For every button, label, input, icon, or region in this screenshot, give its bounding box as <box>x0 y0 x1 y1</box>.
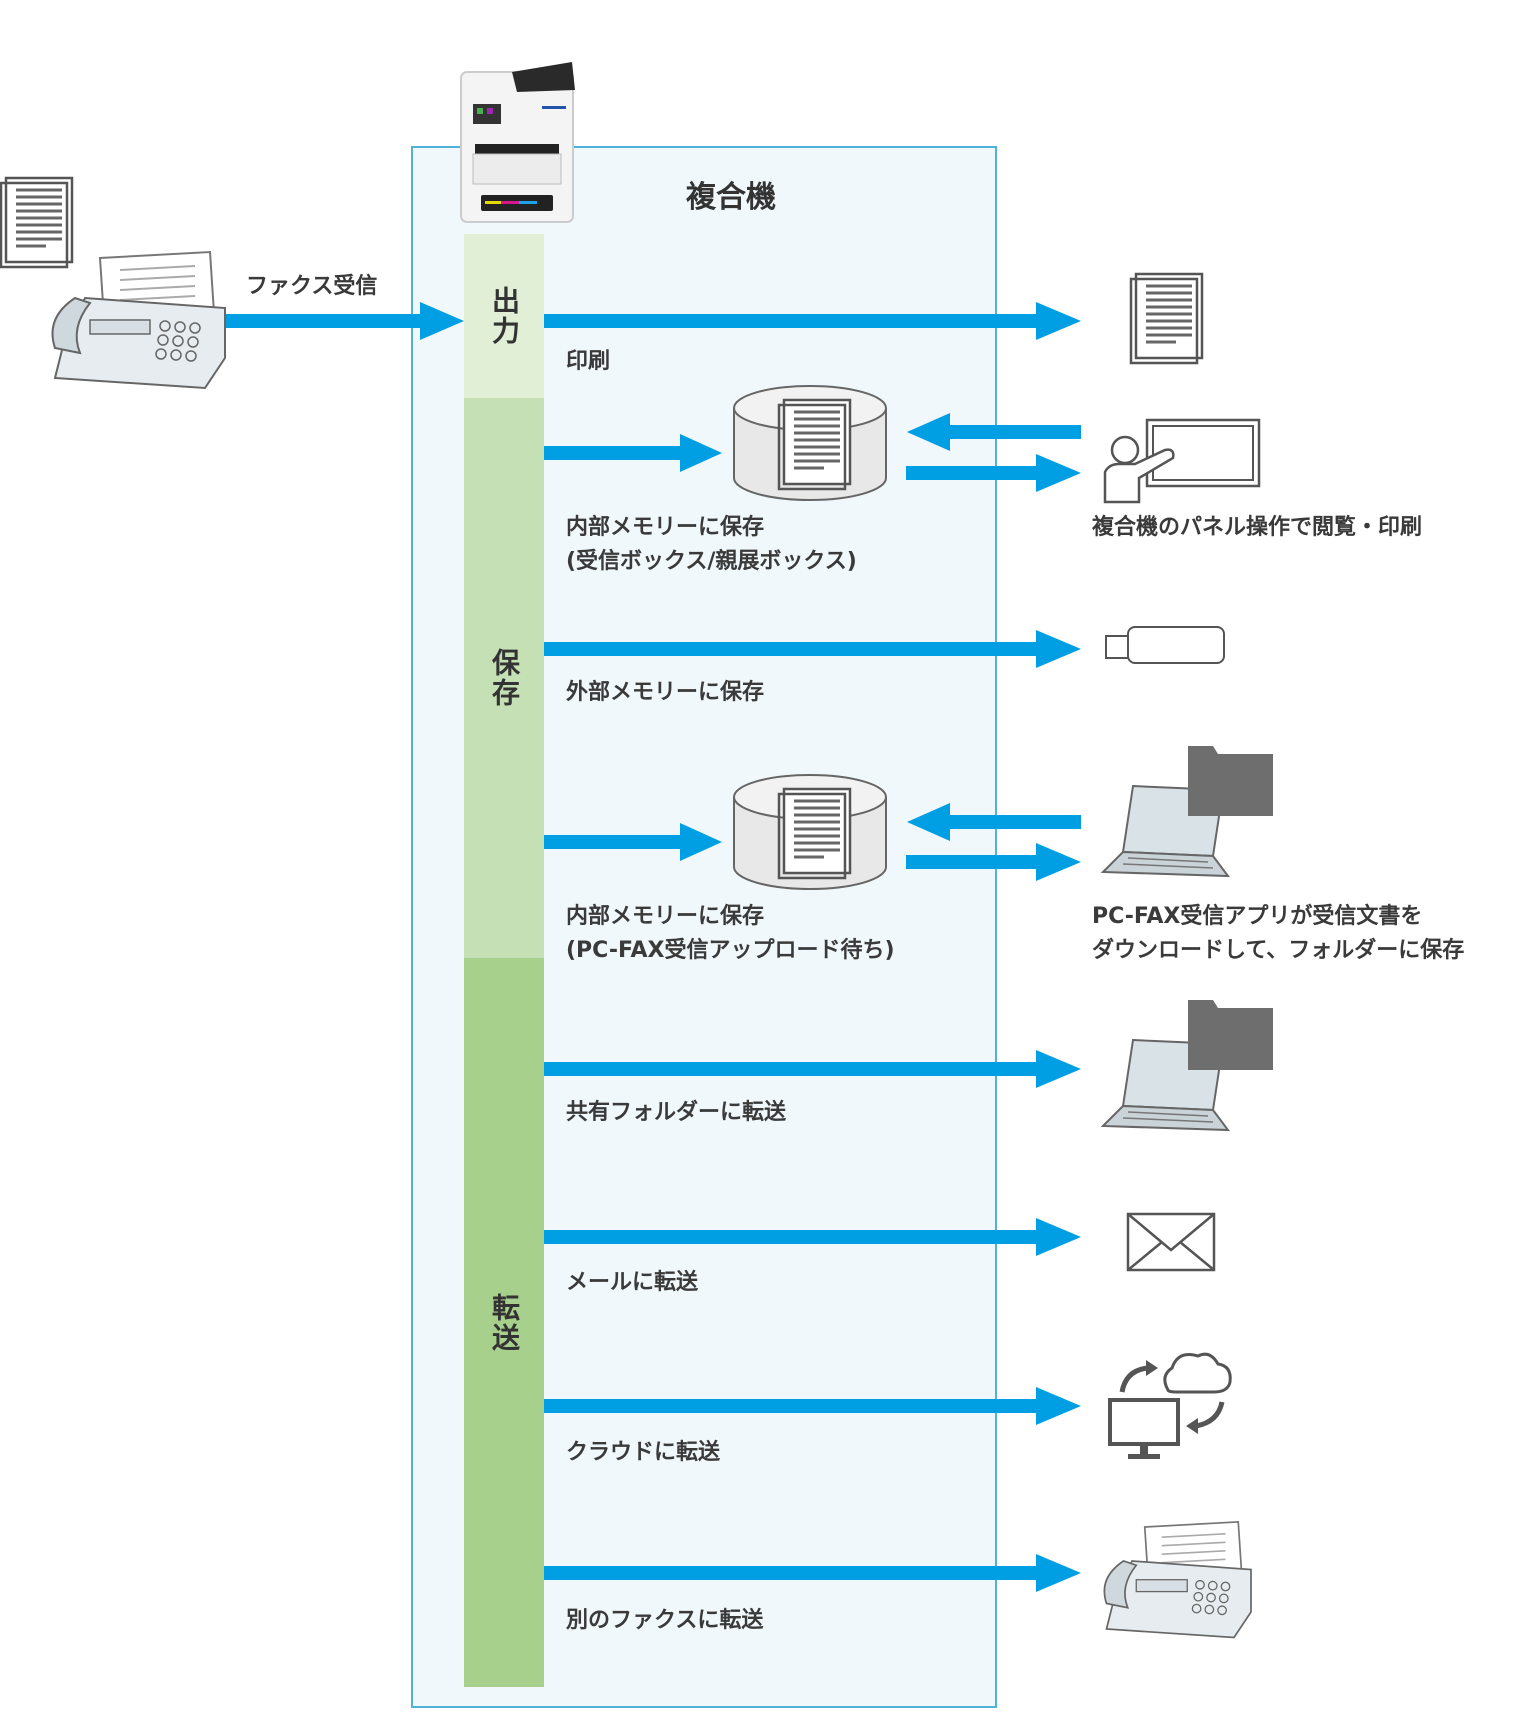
arrow-fax-in <box>225 302 464 340</box>
envelope-icon <box>1126 1212 1216 1272</box>
internal-memory-disk-icon <box>733 774 887 890</box>
section-output-label: 出力 <box>488 286 521 346</box>
section-forward-label: 転送 <box>488 1292 521 1353</box>
section-forward: 転送 <box>464 958 544 1687</box>
printed-document-icon <box>1129 272 1204 365</box>
section-save: 保存 <box>464 398 544 958</box>
arrows <box>225 302 1081 1592</box>
arrow-pcfax-out <box>906 843 1081 881</box>
source-fax-icon <box>51 251 226 389</box>
arrow-cloud <box>544 1387 1081 1425</box>
printer-icon <box>460 62 575 223</box>
flow-label-cloud: クラウドに転送 <box>566 1440 721 1465</box>
arrow-usb <box>544 630 1081 668</box>
arrow-pcfax-back <box>907 803 1081 841</box>
cloud-sync-icon <box>1108 1352 1232 1459</box>
panel-operation-icon <box>1103 418 1261 504</box>
laptop-folder-icon <box>1102 745 1274 877</box>
arrow-panel-out <box>906 454 1081 492</box>
section-output: 出力 <box>464 234 544 398</box>
flow-label-shared-folder: 共有フォルダーに転送 <box>566 1100 787 1125</box>
flow-label-other-fax: 別のファクスに転送 <box>566 1608 764 1633</box>
section-save-label: 保存 <box>488 648 521 708</box>
flow-label-mail: メールに転送 <box>566 1270 699 1295</box>
diagram-title: 複合機 <box>686 180 776 215</box>
laptop-folder-icon <box>1102 999 1274 1131</box>
arrow-shared-folder <box>544 1050 1081 1088</box>
source-document-icon <box>0 176 74 269</box>
arrow-mail <box>544 1218 1081 1256</box>
usb-memory-icon <box>1105 626 1225 664</box>
target-label-panel: 複合機のパネル操作で閲覧・印刷 <box>1092 515 1423 540</box>
target-label-pcfax: PC-FAX受信アプリが受信文書を ダウンロードして、フォルダーに保存 <box>1092 904 1465 963</box>
fax-machine-icon <box>1103 1521 1252 1639</box>
fax-receive-label: ファクス受信 <box>246 274 378 299</box>
internal-memory-disk-icon <box>733 385 887 501</box>
flow-label-internal-box: 内部メモリーに保存 (受信ボックス/親展ボックス) <box>566 515 857 574</box>
arrow-internal-box-in <box>544 434 722 472</box>
flow-label-print: 印刷 <box>566 349 611 374</box>
flow-label-internal-pcfax: 内部メモリーに保存 (PC-FAX受信アップロード待ち) <box>566 904 895 963</box>
arrow-other-fax <box>544 1554 1081 1592</box>
flow-label-external: 外部メモリーに保存 <box>566 680 765 705</box>
arrow-print <box>544 302 1081 340</box>
arrow-panel-back <box>907 413 1081 451</box>
arrow-internal-pcfax-in <box>544 823 722 861</box>
